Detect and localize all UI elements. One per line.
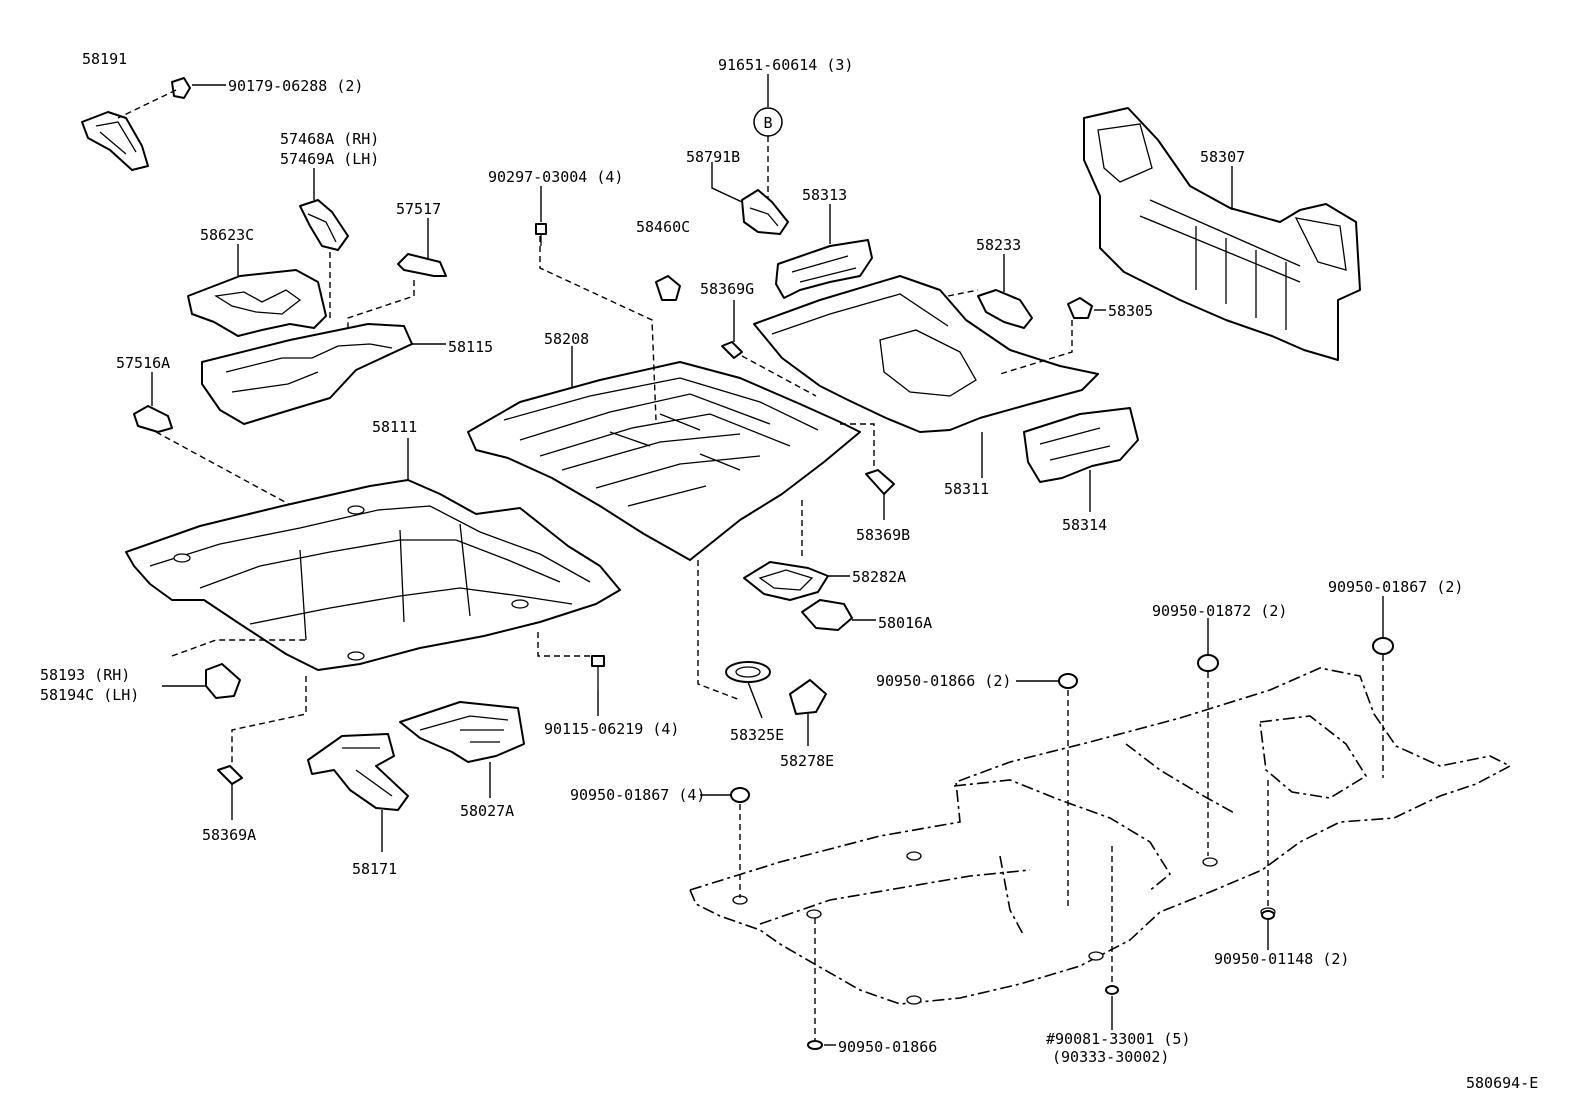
part-58191: [81, 111, 149, 171]
label-90297-03004: 90297-03004 (4): [488, 168, 623, 186]
label-58623c: 58623C: [200, 226, 254, 244]
label-58171: 58171: [352, 860, 397, 878]
label-57468a: 57468A (RH): [280, 130, 379, 148]
label-58311: 58311: [944, 480, 989, 498]
part-58233: [977, 289, 1033, 329]
part-58325e: [725, 661, 771, 683]
part-58278e: [789, 679, 827, 715]
label-58305: 58305: [1108, 302, 1153, 320]
part-58115: [201, 323, 413, 425]
label-90950-01867-2: 90950-01867 (2): [1328, 578, 1463, 596]
label-90950-01866: 90950-01866: [838, 1038, 937, 1056]
label-58325e: 58325E: [730, 726, 784, 744]
part-58369b: [865, 469, 895, 495]
label-58369g: 58369G: [700, 280, 754, 298]
diagram-id: 580694-E: [1466, 1074, 1538, 1092]
part-90115-bolt: [591, 655, 605, 690]
label-90179-06288: 90179-06288 (2): [228, 77, 363, 95]
part-58460c: [655, 275, 681, 301]
label-57469a: 57469A (LH): [280, 150, 379, 168]
label-58191: 58191: [82, 50, 127, 68]
label-58791b: 58791B: [686, 148, 740, 166]
part-58171: [307, 733, 409, 811]
part-58282a: [743, 561, 829, 601]
label-90115-06219: 90115-06219 (4): [544, 720, 679, 738]
part-57517: [397, 253, 447, 277]
part-58623c: [187, 269, 327, 337]
part-58311: [753, 275, 1099, 433]
part-floor-carpet: [688, 667, 1512, 1005]
reference-b-callout: B: [753, 107, 783, 137]
label-58208: 58208: [544, 330, 589, 348]
part-58193: [205, 663, 241, 699]
part-90179-clip: [171, 77, 191, 99]
label-58233: 58233: [976, 236, 1021, 254]
part-90950-01867-grommet-4: [730, 787, 750, 803]
part-58314: [1023, 407, 1139, 483]
part-58111: [125, 479, 621, 671]
label-58460c: 58460C: [636, 218, 690, 236]
label-58369b: 58369B: [856, 526, 910, 544]
label-58307: 58307: [1200, 148, 1245, 166]
part-90950-01867-grommet-2: [1372, 637, 1394, 655]
part-90950-01148-grommet: [1261, 910, 1275, 920]
label-58194c: 58194C (LH): [40, 686, 139, 704]
part-58027a: [399, 701, 525, 763]
label-90950-01867-4: 90950-01867 (4): [570, 786, 705, 804]
label-90950-01866-2: 90950-01866 (2): [876, 672, 1011, 690]
label-58027a: 58027A: [460, 802, 514, 820]
label-58282a: 58282A: [852, 568, 906, 586]
label-58278e: 58278E: [780, 752, 834, 770]
label-58111: 58111: [372, 418, 417, 436]
part-57516a: [133, 405, 173, 433]
label-91651-60614: 91651-60614 (3): [718, 56, 853, 74]
label-58115: 58115: [448, 338, 493, 356]
part-58313: [775, 239, 873, 299]
label-58314: 58314: [1062, 516, 1107, 534]
label-57517: 57517: [396, 200, 441, 218]
label-58193: 58193 (RH): [40, 666, 130, 684]
part-58305: [1067, 297, 1093, 319]
label-90333-30002: (90333-30002): [1052, 1048, 1169, 1066]
label-58369a: 58369A: [202, 826, 256, 844]
label-57516a: 57516A: [116, 354, 170, 372]
part-58369a: [217, 765, 243, 785]
part-90297-bolt: [535, 223, 547, 246]
reference-b-label: B: [763, 114, 772, 132]
label-90950-01148: 90950-01148 (2): [1214, 950, 1349, 968]
part-90950-01872-grommet: [1197, 654, 1219, 672]
part-58208: [467, 361, 861, 561]
label-58016a: 58016A: [878, 614, 932, 632]
label-58313: 58313: [802, 186, 847, 204]
part-90950-01866-grommet: [807, 1040, 823, 1050]
part-57468a: [299, 199, 349, 251]
part-58016a: [801, 599, 853, 631]
part-58791b: [741, 189, 789, 235]
part-58369g: [721, 341, 743, 359]
label-90950-01872: 90950-01872 (2): [1152, 602, 1287, 620]
label-90081-33001: #90081-33001 (5): [1046, 1030, 1191, 1048]
part-90081-grommet: [1105, 985, 1119, 995]
part-90950-01866-grommet-2: [1058, 673, 1078, 689]
part-58307: [1083, 107, 1361, 361]
